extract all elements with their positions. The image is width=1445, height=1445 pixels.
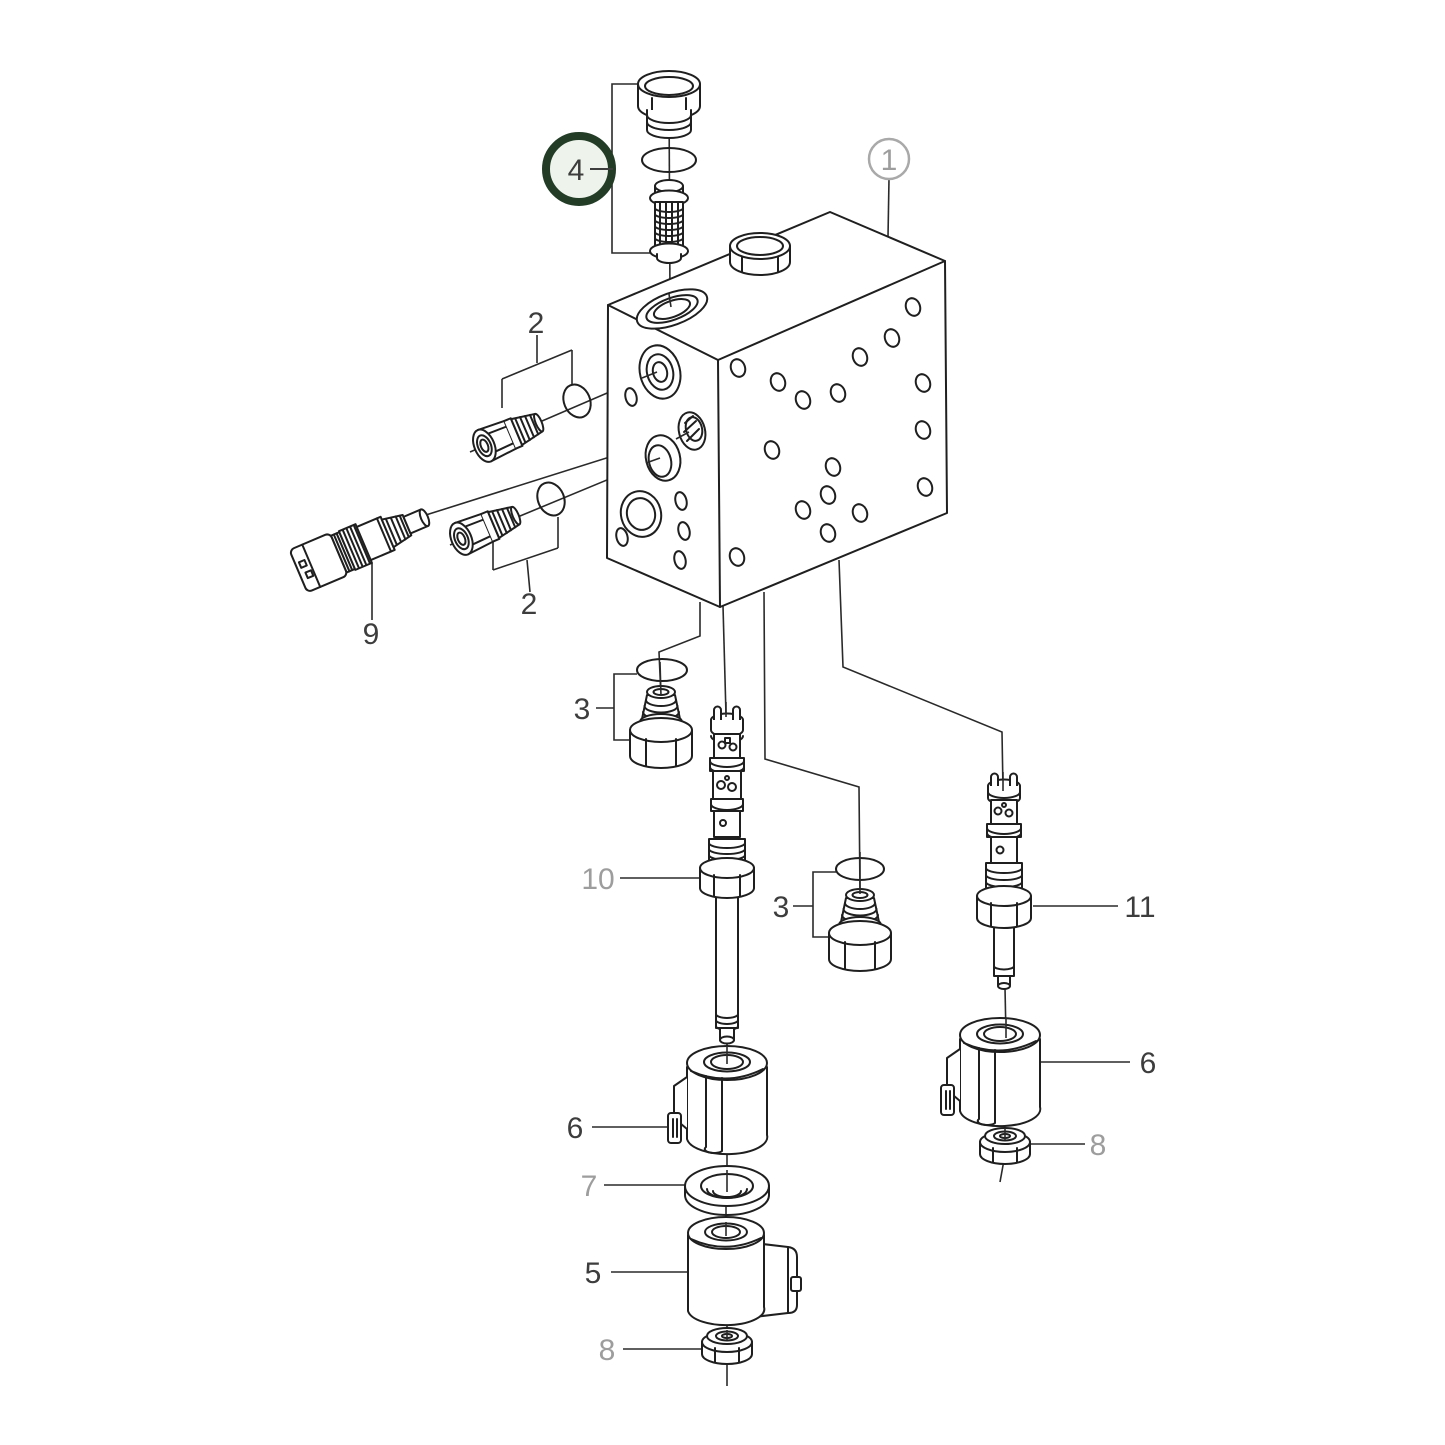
fitting-2-lower xyxy=(449,505,522,556)
callout-1-label[interactable]: 1 xyxy=(881,144,898,177)
plug-4 xyxy=(637,70,701,139)
fitting-2-upper xyxy=(472,412,545,463)
valve-block xyxy=(606,211,948,608)
o-ring-2-upper xyxy=(562,383,592,419)
bolt-holes-front-face xyxy=(728,297,934,567)
nut-8-bottom xyxy=(701,1327,753,1365)
coil-6-right xyxy=(940,1017,1042,1128)
block-top-hex-plug xyxy=(729,232,791,276)
coil-6-left xyxy=(667,1045,769,1156)
cartridge-11 xyxy=(976,772,1032,990)
cartridge-10 xyxy=(699,705,755,1045)
callout-1[interactable]: 1 xyxy=(867,137,911,181)
callout-4-label[interactable]: 4 xyxy=(568,154,585,187)
bolt-holes-left-face xyxy=(615,387,691,570)
plug-3-left xyxy=(629,685,693,769)
callout-4-highlighted[interactable]: 4 xyxy=(542,132,616,206)
callout-3-left[interactable]: 3 xyxy=(574,693,591,726)
callout-8-bottom[interactable]: 8 xyxy=(599,1334,616,1367)
callout-11[interactable]: 11 xyxy=(1124,891,1155,924)
callout-5[interactable]: 5 xyxy=(585,1257,602,1290)
callout-3-right[interactable]: 3 xyxy=(773,891,790,924)
o-ring-4 xyxy=(641,147,697,173)
callout-1-circle[interactable] xyxy=(867,137,911,181)
callout-6-left[interactable]: 6 xyxy=(567,1112,584,1145)
callout-10[interactable]: 10 xyxy=(581,863,614,896)
callout-6-right[interactable]: 6 xyxy=(1140,1047,1157,1080)
callout-9[interactable]: 9 xyxy=(363,618,380,651)
callout-7[interactable]: 7 xyxy=(581,1170,598,1203)
filter-port xyxy=(635,288,709,330)
o-ring-2-lower xyxy=(536,481,566,517)
sensor-9 xyxy=(289,508,431,592)
axis-overdraw-lines xyxy=(641,293,1007,1340)
side-port-cluster xyxy=(619,411,707,538)
callouts: 1 2 2 3 3 4 5 6 6 7 8 8 9 10 11 xyxy=(363,132,1157,1367)
plug-3-right xyxy=(828,888,892,972)
filter-4 xyxy=(649,179,689,264)
callout-2-upper[interactable]: 2 xyxy=(528,307,545,340)
o-ring-3-left xyxy=(636,658,688,682)
callout-2-lower[interactable]: 2 xyxy=(521,588,538,621)
coil-5 xyxy=(687,1216,802,1327)
callout-8-right[interactable]: 8 xyxy=(1090,1129,1107,1162)
